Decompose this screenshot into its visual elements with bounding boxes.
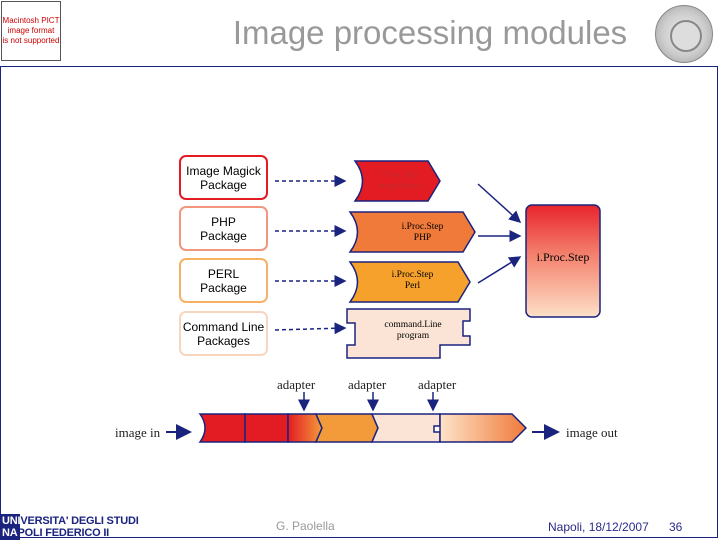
slide-title: Image processing modules (232, 14, 628, 51)
package-command-line: Command Line Packages (179, 311, 268, 356)
adapter-label-2: adapter (348, 377, 387, 392)
package-perl-line2: Package (200, 280, 247, 295)
page-number: 36 (669, 520, 683, 534)
pipeline-segment-output (439, 413, 528, 443)
module-command-line-label: command.Line program (368, 320, 458, 342)
dashed-arrow-command-line (274, 322, 347, 335)
module-perl-shape (348, 261, 471, 303)
pipeline-segment-command-line (370, 413, 441, 443)
module-perl-line2: Perl (404, 281, 421, 291)
university-logo-line2: NAPOLI FEDERICO II (2, 527, 109, 540)
package-imagemagick-line2: Package (200, 177, 247, 192)
footer-date: Napoli, 18/12/2007 (548, 520, 649, 534)
pict-line-3: is not supported (2, 36, 60, 45)
image-out-label: image out (566, 425, 618, 440)
processing-pipeline (198, 413, 528, 443)
adapter-label-3: adapter (418, 377, 457, 392)
module-php-label: i.Proc.Step PHP (385, 222, 460, 244)
package-perl: PERL Package (179, 258, 268, 303)
package-php-line1: PHP (211, 214, 236, 229)
pipeline-segment-imagemagick-1 (198, 413, 246, 443)
module-perl-line1: i.Proc.Step (391, 270, 434, 280)
image-in-label: image in (115, 425, 161, 440)
slide-content-frame (0, 66, 718, 538)
module-php-line2: PHP (413, 233, 432, 243)
package-perl-line1: PERL (207, 266, 240, 281)
package-imagemagick: Image Magick Package (179, 155, 268, 200)
module-command-line-shape (346, 308, 471, 359)
university-seal-logo (655, 5, 713, 63)
pipeline-segment-transition (287, 413, 323, 443)
package-imagemagick-line1: Image Magick (186, 163, 261, 178)
module-perl-label: i.Proc.Step Perl (375, 270, 450, 292)
logo-line2-text: POLI FEDERICO II (17, 527, 110, 539)
module-imagemagick-line2: ImageMagick (377, 181, 423, 190)
central-module-shape (525, 204, 601, 318)
module-imagemagick-label: i.Proc.Step ImageMagick (360, 169, 440, 191)
central-module-label: i.Proc.Step (536, 250, 590, 264)
package-command-line-line1: Command Line (182, 319, 265, 334)
logo-line1-prefix: UNI (2, 515, 21, 527)
pict-line-2: image format (7, 26, 55, 35)
module-php-line1: i.Proc.Step (401, 222, 444, 232)
university-logo-mark (0, 514, 20, 540)
university-logo-line1: UNIVERSITA' DEGLI STUDI (2, 515, 139, 528)
module-imagemagick-line1: i.Proc.Step (382, 170, 418, 179)
module-command-line-line1: command.Line (384, 320, 442, 330)
unsupported-image-placeholder: Macintosh PICT image format is not suppo… (1, 1, 61, 61)
logo-line2-prefix: NA (2, 527, 18, 539)
pict-line-1: Macintosh PICT (2, 16, 60, 25)
adapter-label-1: adapter (277, 377, 316, 392)
pipeline-segment-php (314, 413, 379, 443)
module-php-shape (348, 211, 476, 253)
package-command-line-line2: Packages (197, 333, 250, 348)
package-php: PHP Package (179, 206, 268, 251)
arrow-to-central-3 (477, 256, 522, 284)
arrow-to-central-1 (477, 183, 522, 224)
module-imagemagick-shape (353, 160, 441, 202)
pipeline-segment-imagemagick-2 (244, 413, 289, 443)
package-php-line2: Package (200, 228, 247, 243)
module-command-line-line2: program (396, 331, 430, 341)
footer-author: G. Paolella (276, 519, 335, 533)
logo-line1-text: VERSITA' DEGLI STUDI (20, 515, 139, 527)
